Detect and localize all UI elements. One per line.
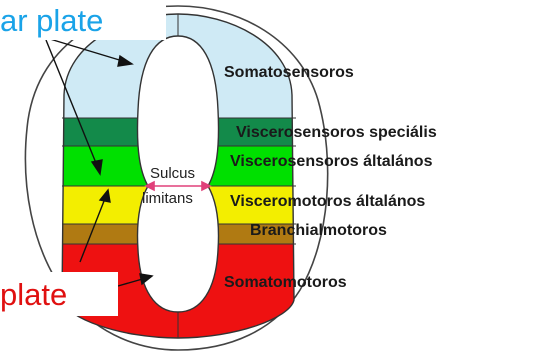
alar-plate-label: ar plate [0,3,103,38]
limitans-label: limitans [142,190,193,207]
label-somatosensoros: Somatosensoros [224,64,354,81]
sulcus-label: Sulcus [150,165,195,182]
label-viscerosensoros-specialis: Viscerosensoros speciális [236,124,437,141]
label-branchialmotoros: Branchialmotoros [250,222,387,239]
basal-plate-label: plate [0,277,67,312]
label-viscerosensoros-altalanos: Viscerosensoros általános [230,153,433,170]
label-visceromotoros-altalanos: Visceromotoros általános [230,193,425,210]
label-somatomotoros: Somatomotoros [224,274,347,291]
